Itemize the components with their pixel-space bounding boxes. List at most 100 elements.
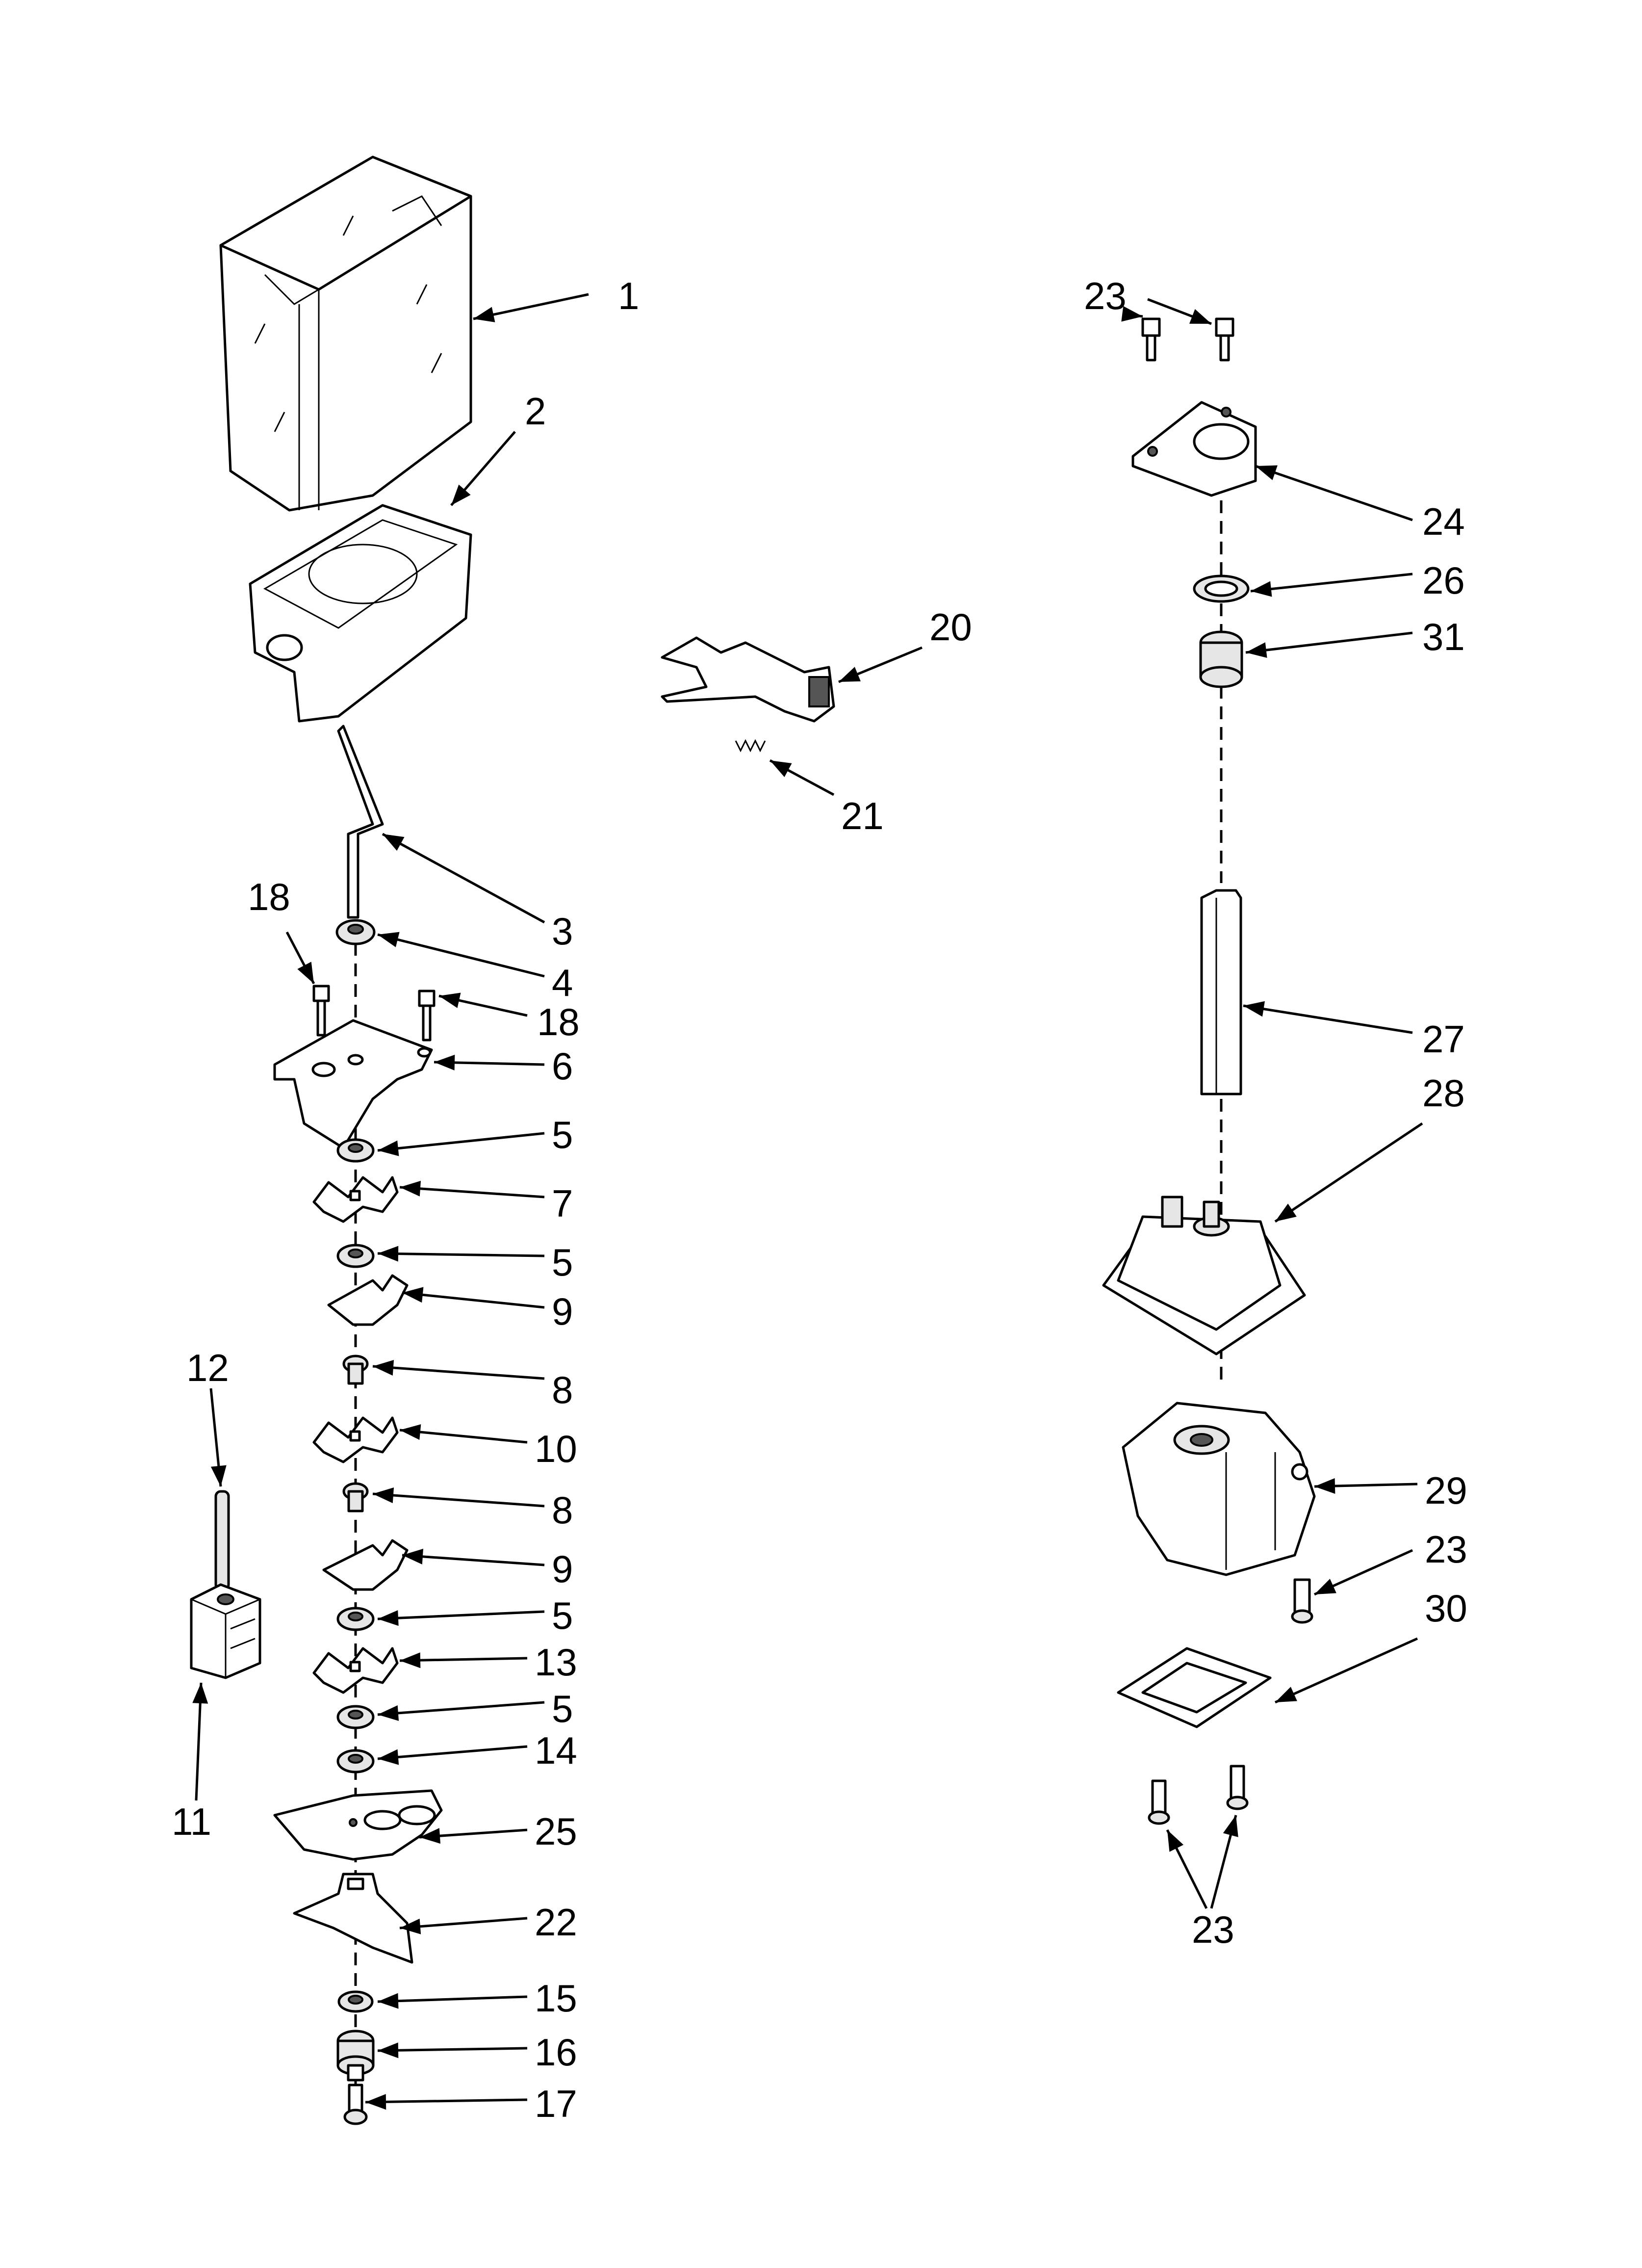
leader-26 bbox=[1250, 573, 1413, 593]
leader-3-arrowhead bbox=[383, 834, 405, 851]
leader-3 bbox=[382, 833, 545, 924]
leader-16 bbox=[377, 2047, 528, 2052]
callout-8-b: 8 bbox=[552, 1488, 573, 1532]
part-24-bracket bbox=[1131, 401, 1257, 497]
leader-11-arrowhead bbox=[192, 1683, 208, 1704]
leader-14 bbox=[377, 1745, 528, 1760]
leader-27-arrowhead bbox=[1243, 1001, 1265, 1017]
part-12-pin bbox=[214, 1490, 230, 1591]
leader-15 bbox=[377, 1995, 528, 2003]
leader-8-a bbox=[372, 1365, 545, 1380]
leader-5-b bbox=[377, 1252, 545, 1257]
leader-31 bbox=[1245, 631, 1413, 654]
callout-23-top: 23 bbox=[1084, 274, 1127, 317]
leader-24-arrowhead bbox=[1256, 465, 1278, 480]
part-23-screw-mid bbox=[1291, 1578, 1313, 1624]
part-8-bushing-a bbox=[342, 1355, 369, 1385]
leader-22 bbox=[399, 1917, 528, 1929]
callout-23-bottom: 23 bbox=[1192, 1908, 1234, 1951]
part-30-gasket bbox=[1117, 1647, 1272, 1728]
leader-29-arrowhead bbox=[1314, 1478, 1335, 1494]
part-28-motor-cover bbox=[1102, 1196, 1306, 1356]
part-31-bushing bbox=[1199, 630, 1243, 688]
part-18-screw-left bbox=[312, 985, 330, 1037]
leader-23-bottom-right-arrowhead bbox=[1223, 1815, 1238, 1837]
part-17-screw bbox=[343, 2084, 368, 2125]
callout-29: 29 bbox=[1425, 1469, 1467, 1512]
leader-7 bbox=[399, 1186, 545, 1199]
part-10-blade bbox=[312, 1416, 399, 1463]
part-1-bucket-cover bbox=[219, 156, 472, 512]
leader-6-arrowhead bbox=[434, 1054, 455, 1070]
leader-4 bbox=[377, 933, 545, 978]
part-26-ring bbox=[1193, 574, 1250, 603]
leader-13 bbox=[399, 1657, 528, 1662]
leader-7-arrowhead bbox=[400, 1180, 421, 1197]
leader-5-d-arrowhead bbox=[378, 1705, 399, 1721]
leader-17-arrowhead bbox=[365, 2094, 386, 2110]
callout-7: 7 bbox=[552, 1182, 573, 1225]
part-8-bushing-b bbox=[342, 1482, 369, 1512]
part-5-spacer-b bbox=[336, 1244, 375, 1268]
part-9-blade-a bbox=[327, 1274, 409, 1326]
part-9-blade-b bbox=[322, 1539, 409, 1591]
callout-labels: 1 2 3 4 18 18 6 5 7 5 9 8 10 8 9 5 13 5 … bbox=[172, 274, 1467, 2125]
part-5-spacer-c bbox=[336, 1607, 375, 1631]
callout-8-a: 8 bbox=[552, 1368, 573, 1411]
part-15-washer bbox=[337, 1990, 374, 2013]
callout-22: 22 bbox=[535, 1901, 577, 1944]
leader-5-d bbox=[377, 1701, 545, 1716]
leader-10-arrowhead bbox=[400, 1424, 421, 1440]
callout-12: 12 bbox=[186, 1346, 229, 1389]
part-23-screw-bottom-right bbox=[1226, 1765, 1249, 1810]
part-22-deflector bbox=[293, 1873, 413, 1964]
leader-24 bbox=[1255, 465, 1413, 521]
part-20-bracket bbox=[661, 636, 835, 723]
callout-10: 10 bbox=[535, 1427, 577, 1470]
callout-25: 25 bbox=[535, 1810, 577, 1853]
callout-11: 11 bbox=[172, 1800, 211, 1843]
leader-1-arrowhead bbox=[473, 307, 495, 322]
callout-5-c: 5 bbox=[552, 1594, 573, 1637]
callout-5-a: 5 bbox=[552, 1113, 573, 1156]
leader-22-arrowhead bbox=[400, 1918, 421, 1934]
leader-28 bbox=[1274, 1122, 1423, 1223]
leader-5-a-arrowhead bbox=[378, 1140, 399, 1156]
callout-9-b: 9 bbox=[552, 1547, 573, 1590]
leader-18-right-arrowhead bbox=[439, 992, 461, 1008]
leader-17 bbox=[365, 2098, 528, 2104]
callout-28: 28 bbox=[1422, 1071, 1465, 1115]
part-2-bucket-base bbox=[249, 504, 472, 723]
part-18-screw-right bbox=[418, 990, 436, 1042]
callout-4: 4 bbox=[552, 961, 573, 1004]
leader-23-top-right-arrowhead bbox=[1189, 309, 1211, 324]
leader-18-left-arrowhead bbox=[297, 962, 314, 984]
leader-12-arrowhead bbox=[210, 1465, 227, 1486]
callout-23-mid: 23 bbox=[1425, 1528, 1467, 1571]
leader-25-arrowhead bbox=[419, 1828, 440, 1844]
leader-30 bbox=[1274, 1637, 1418, 1704]
leader-21-arrowhead bbox=[770, 760, 792, 777]
leader-5-a bbox=[377, 1132, 545, 1152]
callout-5-b: 5 bbox=[552, 1241, 573, 1284]
leader-8-b-arrowhead bbox=[373, 1487, 394, 1503]
leader-9-b bbox=[402, 1554, 545, 1566]
leader-5-b-arrowhead bbox=[378, 1246, 399, 1262]
callout-18-right: 18 bbox=[537, 1000, 580, 1043]
leader-20-arrowhead bbox=[839, 667, 861, 682]
callout-26: 26 bbox=[1422, 559, 1465, 602]
part-14-washer bbox=[336, 1749, 375, 1773]
part-25-disc bbox=[273, 1789, 443, 1861]
leader-5-c bbox=[377, 1610, 545, 1620]
callout-24: 24 bbox=[1422, 500, 1465, 543]
part-23-screw-bottom-left bbox=[1148, 1779, 1170, 1825]
leader-23-mid-arrowhead bbox=[1314, 1579, 1336, 1594]
part-29-motor bbox=[1122, 1402, 1316, 1576]
leader-26-arrowhead bbox=[1251, 581, 1272, 597]
part-7-blade bbox=[312, 1176, 399, 1223]
leader-28-arrowhead bbox=[1275, 1203, 1297, 1222]
callout-17: 17 bbox=[535, 2082, 577, 2125]
leader-10 bbox=[399, 1429, 528, 1444]
callout-3: 3 bbox=[552, 910, 573, 953]
callout-9-a: 9 bbox=[552, 1290, 573, 1333]
